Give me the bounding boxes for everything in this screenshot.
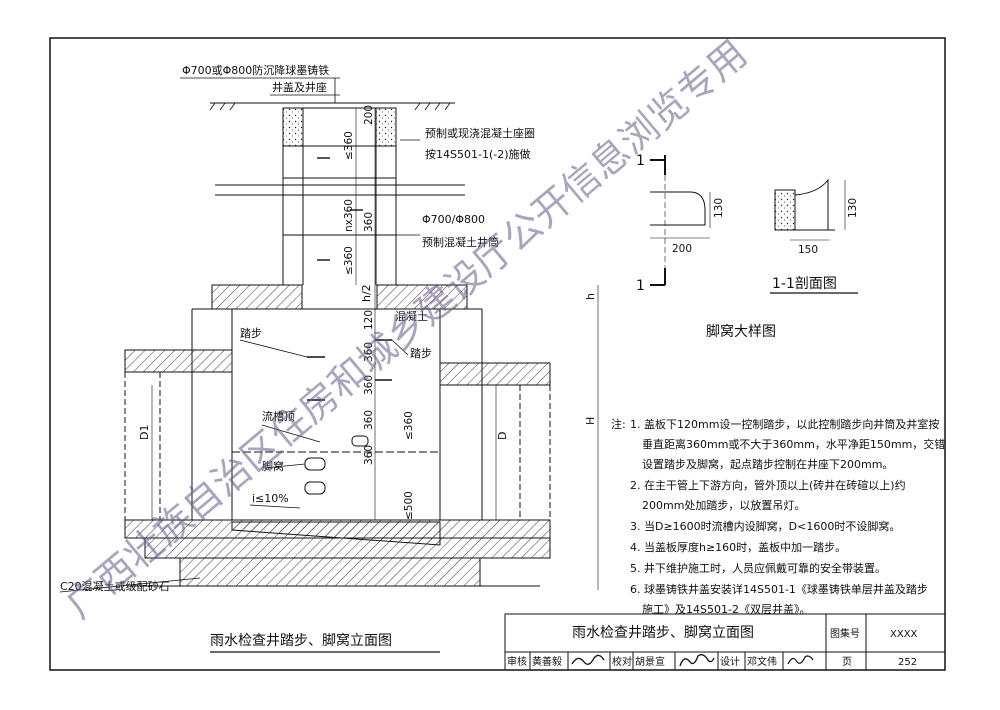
cover-seat-label: 井盖及井座 <box>272 80 327 94</box>
shaft-label-1: Φ700/Φ800 <box>422 213 485 226</box>
check-label: 校对 <box>612 655 632 668</box>
dim-360a: ≤360 <box>343 131 355 160</box>
title-block <box>504 613 946 671</box>
detail-dim-150: 150 <box>798 244 818 256</box>
dim-360h: ≤360 <box>403 411 415 440</box>
slope-label: i≤10% <box>252 492 289 505</box>
note-line-5: 200mm处加踏步，以放置吊灯。 <box>642 498 805 512</box>
note-line-10: 施工》及14S501-2《双层井盖》。 <box>642 602 810 616</box>
concrete-label: 混凝土 <box>395 309 428 323</box>
d1-label: D1 <box>138 425 151 440</box>
seat-ring-label-2: 按14S501-1(-2)施做 <box>425 147 531 161</box>
section-mark-bottom: 1 <box>636 278 645 294</box>
dimension-texts: 200 ≤360 nx360 360 ≤360 120 360 360 360 … <box>343 105 415 520</box>
h-label: H <box>584 417 597 425</box>
notes-block: 注: 1. 盖板下120mm设一控制踏步，以此控制踏步向井筒及井室按 垂直距离3… <box>611 417 945 616</box>
dim-360g: 360 <box>363 445 375 465</box>
page-label: 页 <box>842 656 852 668</box>
detail-dim-130b: 130 <box>847 198 859 218</box>
note-line-4: 2. 在主干管上下游方向，管外顶以上(砖井在砖碹以上)约 <box>630 478 906 492</box>
check-signature <box>679 654 715 667</box>
section-title: 1-1剖面图 <box>772 276 837 292</box>
dim-120: 120 <box>363 310 375 330</box>
design-label: 设计 <box>720 655 740 668</box>
check-name: 胡景宣 <box>635 655 665 668</box>
leader-lines <box>59 77 420 593</box>
base-label: C20混凝土或级配砂石 <box>60 579 170 593</box>
review-name: 黄善毅 <box>532 655 562 668</box>
note-line-2: 垂直距离360mm或不大于360mm，水平净距150mm，交错 <box>642 437 945 451</box>
note-line-7: 4. 当盖板厚度h≥160时，盖板中加一踏步。 <box>630 540 846 554</box>
dim-360b: 360 <box>363 212 375 232</box>
step-label-right: 踏步 <box>410 346 432 360</box>
note-line-3: 设置踏步及脚窝，起点踏步控制在井座下200mm。 <box>642 457 893 471</box>
page-number: 252 <box>898 657 917 668</box>
review-label: 审核 <box>507 655 527 668</box>
note-line-1: 1. 盖板下120mm设一控制踏步，以此控制踏步向井筒及井室按 <box>630 417 939 431</box>
notes-prefix: 注: <box>611 417 626 431</box>
dim-360f: 360 <box>363 410 375 430</box>
dim-360c: ≤360 <box>343 246 355 275</box>
design-signature <box>787 655 814 665</box>
dim-500: ≤500 <box>403 491 415 520</box>
sheet-border <box>49 37 946 671</box>
note-line-9: 6. 球墨铸铁井盖安装详14S501-1《球墨铸铁单层井盖及踏步 <box>630 582 928 596</box>
h-half-label: h/2 <box>360 284 373 302</box>
detail-dim-130a: 130 <box>713 198 725 218</box>
step-label-left: 踏步 <box>240 326 262 340</box>
detail-dim-200: 200 <box>672 243 692 255</box>
seat-ring-label-1: 预制或现浇混凝土座圈 <box>425 126 535 140</box>
flow-channel-label: 流槽顶 <box>262 409 295 423</box>
h-top-label: h <box>584 293 597 300</box>
design-name: 邓文伟 <box>747 655 777 668</box>
atlas-label: 图集号 <box>830 627 860 640</box>
dim-360e: 360 <box>363 375 375 395</box>
note-line-8: 5. 井下维护施工时，人员应佩戴可靠的安全带装置。 <box>630 561 886 575</box>
manhole-elevation <box>124 102 599 590</box>
shaft-label-2: 预制混凝土井筒 <box>422 235 499 249</box>
cover-spec-label: Φ700或Φ800防沉降球墨铸铁 <box>182 63 329 77</box>
atlas-number: XXXX <box>890 629 918 640</box>
dim-360d: 360 <box>363 342 375 362</box>
section-mark-top: 1 <box>636 153 645 169</box>
drawing-caption: 雨水检查井踏步、脚窝立面图 <box>210 632 392 649</box>
detail-title: 脚窝大样图 <box>706 323 776 340</box>
review-signature <box>571 654 605 665</box>
footrest-label: 脚窝 <box>262 459 284 473</box>
dim-200: 200 <box>363 105 375 125</box>
d-label: D <box>496 432 509 440</box>
title-block-title: 雨水检查井踏步、脚窝立面图 <box>572 624 754 641</box>
note-line-6: 3. 当D≥1600时流槽内设脚窝，D<1600时不设脚窝。 <box>630 519 900 533</box>
dim-nx360: nx360 <box>343 199 355 232</box>
footrest-detail <box>650 155 858 294</box>
